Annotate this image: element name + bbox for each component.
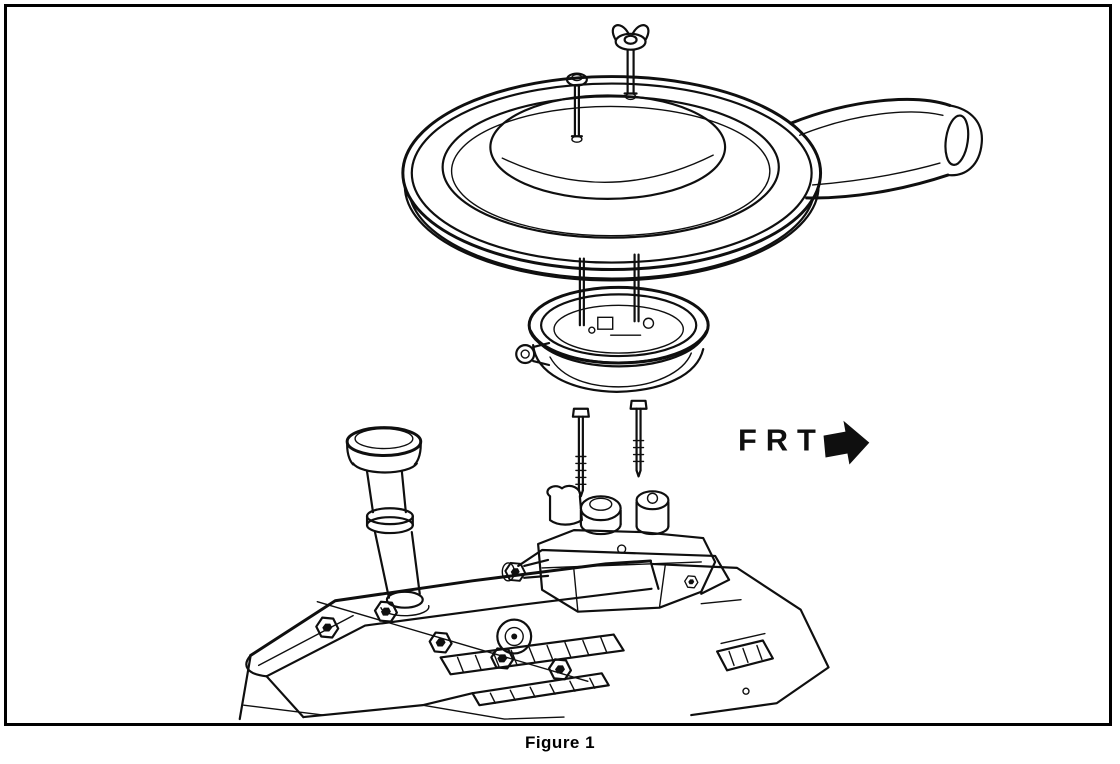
- wing-nut: [611, 24, 650, 101]
- figure-caption: Figure 1: [524, 733, 596, 752]
- engine-assembly: [238, 559, 830, 721]
- oil-filler-tube: [345, 426, 430, 617]
- snorkel-duct: [789, 97, 983, 200]
- frt-arrow-icon: [823, 420, 870, 465]
- mounting-studs: [571, 399, 648, 498]
- filter-element: [515, 285, 710, 393]
- frt-label: FRT: [738, 423, 825, 458]
- cover-screw: [565, 72, 588, 143]
- exploded-view-diagram: FRT: [238, 24, 983, 721]
- figure-border-frame: FRT: [4, 4, 1112, 726]
- air-cleaner-lid: [401, 75, 823, 282]
- frt-direction: FRT: [738, 420, 870, 465]
